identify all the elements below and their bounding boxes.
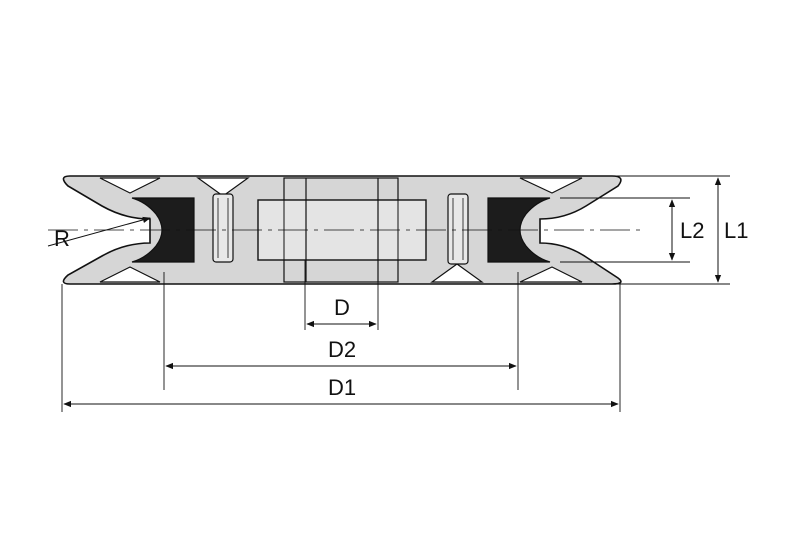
chamfer-bottom-mid-right [430, 263, 484, 283]
label-D1: D1 [328, 375, 356, 400]
extension-lines [61, 175, 730, 412]
chamfer-top-right [519, 177, 583, 194]
chamfer-top-left [99, 177, 161, 194]
label-L2: L2 [680, 218, 704, 243]
label-D2: D2 [328, 337, 356, 362]
pins [212, 193, 469, 265]
chamfer-bottom-left [99, 266, 161, 283]
dim-R-leader [47, 216, 151, 247]
pin-left [212, 193, 234, 263]
chamfer-bottom-right [519, 266, 583, 283]
dimension-labels: R D D2 D1 L2 L1 [54, 218, 748, 400]
pin-right [447, 193, 469, 265]
dimension-lines [47, 177, 722, 408]
rim-chamfers [99, 177, 583, 283]
label-L1: L1 [724, 218, 748, 243]
label-D: D [334, 295, 350, 320]
chamfer-top-mid-left [196, 177, 250, 197]
label-R: R [54, 226, 70, 251]
